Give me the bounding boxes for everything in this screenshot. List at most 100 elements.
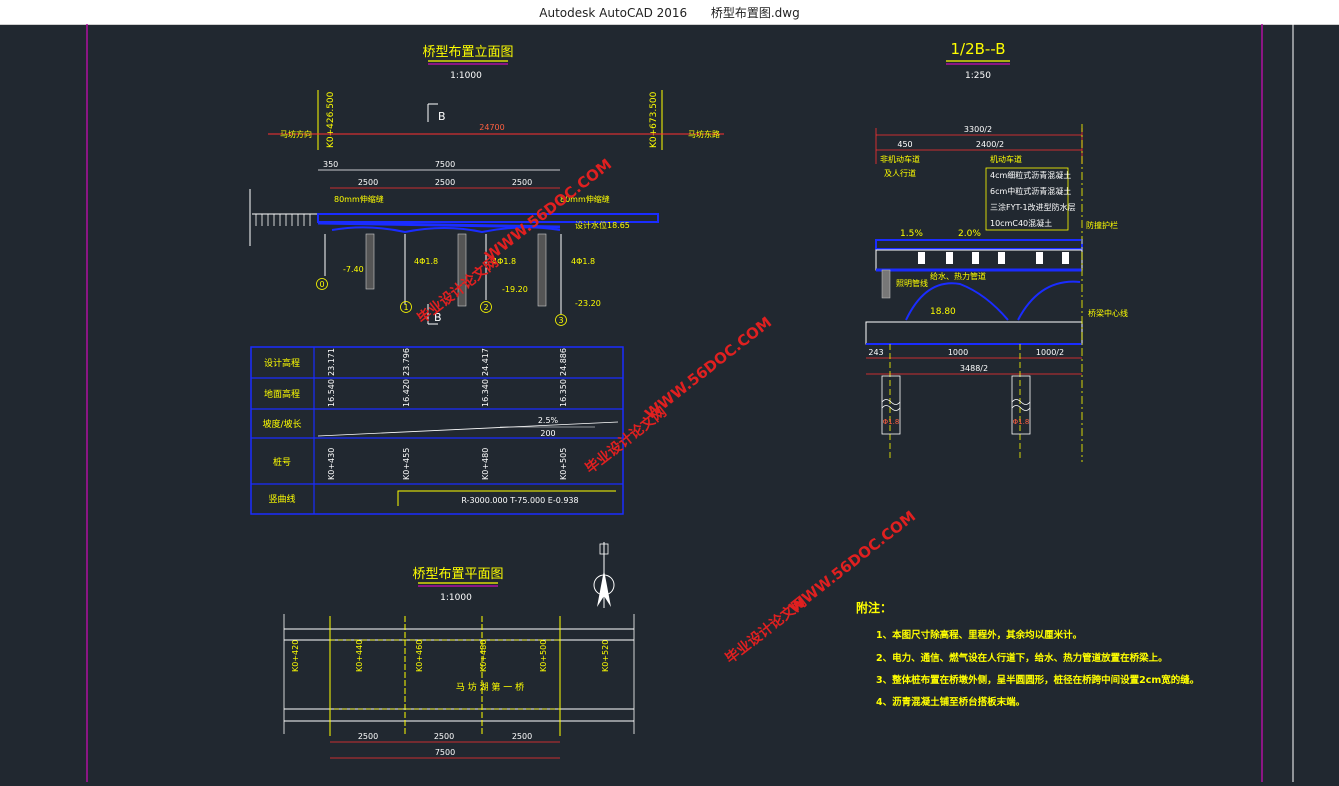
- section-mark-bottom: B: [434, 311, 442, 324]
- pier-2: 2: [483, 303, 488, 312]
- left-station: K0+426.500: [326, 91, 336, 148]
- left-direction: 马坊方向: [280, 129, 312, 139]
- notes: 附注： 1、本图尺寸除高程、里程外，其余均以厘米计。 2、电力、通信、燃气设在人…: [856, 600, 1199, 708]
- station-2: K0+455: [402, 448, 411, 480]
- plan-span-3: 2500: [512, 732, 532, 741]
- vertical-curve: R-3000.000 T-75.000 E-0.938: [461, 496, 578, 505]
- elevation-title: 桥型布置立面图: [422, 45, 513, 60]
- ground-elev-4: 16.350: [559, 379, 568, 407]
- plan-station-3: K0+460: [415, 640, 424, 672]
- right-direction: 马坊东路: [688, 129, 720, 139]
- section-mark-top: B: [438, 110, 446, 123]
- section-width: 3300/2: [964, 125, 992, 134]
- plan-station-1: K0+420: [291, 640, 300, 672]
- span-3: 2500: [512, 178, 532, 187]
- lane-left-2: 及人行道: [884, 168, 916, 178]
- plan-station-6: K0+520: [601, 640, 610, 672]
- right-joint: 80mm伸缩缝: [560, 194, 610, 204]
- elev-right: -23.20: [575, 299, 601, 308]
- left-joint: 80mm伸缩缝: [334, 194, 384, 204]
- centerline-label-part: 桥梁中心线: [1088, 308, 1128, 318]
- station-1: K0+430: [327, 448, 336, 480]
- pile-left: Φ1.8: [883, 418, 900, 426]
- slope-len: 200: [540, 429, 555, 438]
- width-450: 450: [897, 140, 912, 149]
- elev-left: -7.40: [343, 265, 364, 274]
- station-3: K0+480: [481, 448, 490, 480]
- design-elev-2: 23.796: [402, 348, 411, 376]
- row-ground-elev: 地面高程: [264, 388, 300, 400]
- slope-a: 1.5%: [900, 229, 923, 239]
- layer-2: 6cm中粒式沥青混凝土: [990, 186, 1071, 196]
- design-elev-1: 23.171: [327, 348, 336, 376]
- watermark-2b: 毕业设计论文网: [582, 403, 670, 477]
- watermarks: WWW.56DOC.COM 毕业设计论文网 WWW.56DOC.COM 毕业设计…: [414, 155, 919, 667]
- station-4: K0+505: [559, 448, 568, 480]
- ground-elev-2: 16.420: [402, 379, 411, 407]
- elev-mid: -19.20: [502, 285, 528, 294]
- row-design-elev: 设计高程: [264, 357, 300, 369]
- window-titlebar: Autodesk AutoCAD 2016 桥型布置图.dwg: [0, 0, 1339, 25]
- watermark-3b: 毕业设计论文网: [722, 593, 810, 667]
- north-arrow-icon: [593, 542, 615, 608]
- total-length: 24700: [479, 123, 504, 132]
- plan-span-1: 2500: [358, 732, 378, 741]
- note-1: 1、本图尺寸除高程、里程外，其余均以厘米计。: [876, 629, 1082, 641]
- pile-label-a: 4Φ1.8: [414, 257, 438, 266]
- design-elev-3: 24.417: [481, 348, 490, 376]
- plan-span-2: 2500: [434, 732, 454, 741]
- row-curve: 竖曲线: [268, 493, 295, 505]
- slope-b: 2.0%: [958, 229, 981, 239]
- plan-scale: 1:1000: [440, 593, 472, 603]
- bottom-243: 243: [868, 348, 883, 357]
- plan-view: 桥型布置平面图 1:1000 K0+420 K0+440 K0+460 K0+4…: [283, 542, 635, 759]
- railing-label: 防撞护栏: [1086, 220, 1118, 230]
- cad-drawing[interactable]: 桥型布置立面图 1:1000 K0+426.500 K0+673.500 B 2…: [0, 24, 1339, 782]
- plan-title: 桥型布置平面图: [412, 567, 503, 582]
- slope-pct: 2.5%: [538, 416, 559, 425]
- ground-elev-1: 16.540: [327, 379, 336, 407]
- dim-7500: 7500: [435, 160, 455, 169]
- bridge-name: 马 坊 湖 第 一 桥: [456, 681, 524, 693]
- layer-3: 三涂FYT-1改进型防水层: [990, 202, 1076, 212]
- plan-total: 7500: [435, 748, 455, 757]
- cable-label: 照明管线: [896, 278, 928, 288]
- watermark-3a: WWW.56DOC.COM: [785, 507, 919, 617]
- elevation-scale: 1:1000: [450, 71, 482, 81]
- elevation-view: 桥型布置立面图 1:1000 K0+426.500 K0+673.500 B 2…: [249, 45, 724, 326]
- window-title: Autodesk AutoCAD 2016 桥型布置图.dwg: [0, 4, 1339, 21]
- span-2: 2500: [435, 178, 455, 187]
- span-1: 2500: [358, 178, 378, 187]
- ground-elev-3: 16.340: [481, 379, 490, 407]
- note-3: 3、整体桩布置在桥墩外侧，呈半圆圆形，桩径在桥跨中间设置2cm宽的缝。: [876, 674, 1199, 686]
- notes-title: 附注：: [856, 600, 892, 615]
- file-name: 桥型布置图.dwg: [710, 6, 800, 20]
- design-elev-4: 24.886: [559, 348, 568, 376]
- plan-station-2: K0+440: [355, 640, 364, 672]
- section-title: 1/2B--B: [950, 40, 1005, 58]
- app-name: Autodesk AutoCAD 2016: [539, 6, 688, 20]
- drawing-canvas[interactable]: 桥型布置立面图 1:1000 K0+426.500 K0+673.500 B 2…: [0, 24, 1339, 782]
- water-level: 设计水位18.65: [575, 220, 630, 230]
- dim-350: 350: [323, 160, 338, 169]
- section-elev: 18.80: [930, 307, 956, 317]
- plan-station-4: K0+480: [479, 640, 488, 672]
- profile-table: 设计高程 地面高程 坡度/坡长 桩号 竖曲线 23.171 23.796 24.…: [250, 346, 624, 515]
- pier-0: 0: [319, 280, 324, 289]
- section-scale: 1:250: [965, 71, 991, 81]
- row-slope: 坡度/坡长: [262, 418, 301, 430]
- bottom-1000-2: 1000/2: [1036, 348, 1064, 357]
- width-2400: 2400/2: [976, 140, 1004, 149]
- layer-4: 10cmC40混凝土: [990, 218, 1052, 228]
- row-station: 桩号: [273, 456, 291, 468]
- pile-label-c: 4Φ1.8: [571, 257, 595, 266]
- bottom-3488: 3488/2: [960, 364, 988, 373]
- lane-main: 机动车道: [990, 154, 1022, 164]
- pile-right: Φ1.8: [1013, 418, 1030, 426]
- pipes-label: 给水、热力管道: [930, 271, 986, 281]
- pier-1: 1: [403, 303, 408, 312]
- watermark-1a: WWW.56DOC.COM: [481, 155, 615, 265]
- note-4: 4、沥青混凝土铺至桥台搭板末端。: [876, 696, 1025, 708]
- plan-station-5: K0+500: [539, 640, 548, 672]
- right-station: K0+673.500: [649, 91, 659, 148]
